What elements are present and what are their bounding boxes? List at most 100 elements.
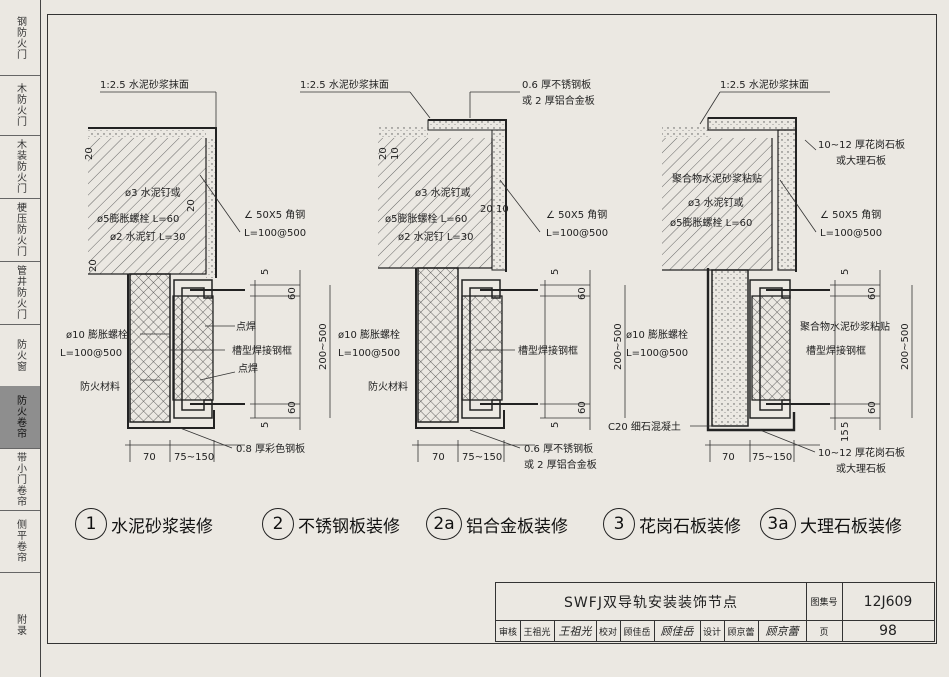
- svg-text:0.6 厚不锈钢板: 0.6 厚不锈钢板: [522, 78, 591, 91]
- sidebar-item-shaft-fire-door[interactable]: 管井防火门: [0, 261, 40, 325]
- review-label: 审核: [496, 621, 521, 641]
- svg-text:C20 细石混凝土: C20 细石混凝土: [608, 420, 681, 433]
- channel-frame: [749, 279, 791, 419]
- detail-number-badge: 3a: [760, 508, 796, 540]
- svg-text:5: 5: [260, 269, 271, 275]
- svg-text:ø5膨胀螺栓 L=60: ø5膨胀螺栓 L=60: [97, 212, 179, 225]
- sidebar-item-wood-fire-door[interactable]: 木防火门: [0, 75, 40, 136]
- svg-text:10~12 厚花岗石板: 10~12 厚花岗石板: [818, 446, 905, 459]
- svg-text:10~12 厚花岗石板: 10~12 厚花岗石板: [818, 138, 905, 151]
- title-block: SWFJ双导轨安装装饰节点 图集号 12J609 审核 王祖光 王祖光 校对 顾…: [495, 582, 935, 642]
- svg-text:或大理石板: 或大理石板: [836, 462, 886, 475]
- sidebar-item-wood-clad-fire-door[interactable]: 木装防火门: [0, 135, 40, 199]
- svg-text:60: 60: [577, 401, 588, 414]
- granite-cover: [708, 117, 797, 272]
- svg-text:200~500: 200~500: [900, 323, 911, 370]
- sidebar-item-side-shutter[interactable]: 侧平卷帘: [0, 510, 40, 573]
- caption-text: 不锈钢板装修: [298, 516, 400, 537]
- detail-number-badge: 1: [75, 508, 107, 540]
- svg-text:0.8 厚彩色钢板: 0.8 厚彩色钢板: [236, 442, 305, 455]
- check-label: 校对: [596, 621, 621, 641]
- svg-text:ø10 膨胀螺栓: ø10 膨胀螺栓: [626, 328, 688, 341]
- detail-1: 1:2.5 水泥砂浆抹面 20 ø3 水泥钉或 ø5膨胀螺栓 L=60 ø2 水…: [60, 78, 331, 463]
- svg-text:1:2.5 水泥砂浆抹面: 1:2.5 水泥砂浆抹面: [300, 78, 389, 91]
- svg-text:60: 60: [287, 287, 298, 300]
- caption-2: 2 不锈钢板装修: [262, 508, 400, 540]
- svg-text:ø2 水泥钉 L=30: ø2 水泥钉 L=30: [398, 230, 474, 243]
- svg-text:60: 60: [867, 401, 878, 414]
- granite-sheet: [706, 268, 796, 432]
- svg-text:60: 60: [867, 287, 878, 300]
- sidebar-item-shutter-with-door[interactable]: 带小门卷帘: [0, 448, 40, 511]
- caption-text: 花岗石板装修: [639, 516, 741, 537]
- detail-number-badge: 2a: [426, 508, 462, 540]
- svg-text:20: 20: [88, 259, 99, 272]
- frame-infill: [172, 295, 214, 401]
- svg-text:5: 5: [840, 422, 851, 428]
- caption-text: 大理石板装修: [800, 516, 902, 537]
- c20-concrete-fill: [711, 269, 749, 427]
- checker-name: 顾佳岳: [620, 621, 655, 641]
- signature-row: 审核 王祖光 王祖光 校对 顾佳岳 顾佳岳 设计 顾京蕾 顾京蕾 页 98: [496, 621, 934, 641]
- color-steel-sheet: [127, 274, 215, 429]
- atlas-label: 图集号: [806, 583, 843, 621]
- svg-text:或 2 厚铝合金板: 或 2 厚铝合金板: [522, 94, 595, 107]
- designer-name: 顾京蕾: [724, 621, 759, 641]
- sidebar-item-pressed-fire-door[interactable]: 梗压防火门: [0, 198, 40, 262]
- sidebar-item-fire-shutter[interactable]: 防火卷帘: [0, 386, 40, 449]
- designer-signature: 顾京蕾: [758, 621, 807, 641]
- atlas-number: 12J609: [842, 583, 934, 621]
- svg-text:75~150: 75~150: [174, 452, 214, 463]
- svg-text:∠ 50X5 角钢: ∠ 50X5 角钢: [820, 208, 881, 221]
- svg-text:75~150: 75~150: [752, 452, 792, 463]
- sidebar-item-steel-fire-door[interactable]: 钢防火门: [0, 0, 40, 76]
- channel-frame: [461, 279, 501, 419]
- concrete-wall: [378, 138, 492, 268]
- svg-text:ø3 水泥钉或: ø3 水泥钉或: [688, 196, 744, 209]
- design-label: 设计: [700, 621, 725, 641]
- svg-text:L=100@500: L=100@500: [820, 228, 882, 239]
- svg-text:∠ 50X5 角钢: ∠ 50X5 角钢: [244, 208, 305, 221]
- svg-text:ø10 膨胀螺栓: ø10 膨胀螺栓: [66, 328, 128, 341]
- svg-text:L=100@500: L=100@500: [244, 228, 306, 239]
- plaster-layer: [662, 126, 708, 138]
- svg-text:槽型焊接钢框: 槽型焊接钢框: [806, 344, 866, 357]
- svg-text:70: 70: [432, 452, 445, 463]
- frame-infill: [751, 295, 791, 401]
- svg-text:点焊: 点焊: [236, 321, 256, 333]
- svg-text:5: 5: [260, 422, 271, 428]
- stainless-sheet: [415, 268, 505, 429]
- svg-text:20: 20: [186, 199, 197, 212]
- svg-text:ø3 水泥钉或: ø3 水泥钉或: [125, 186, 181, 199]
- svg-text:20: 20: [378, 147, 389, 160]
- svg-text:防火材料: 防火材料: [80, 380, 120, 393]
- detail-number-badge: 3: [603, 508, 635, 540]
- fire-material-block: [417, 267, 459, 423]
- svg-text:点焊: 点焊: [238, 363, 258, 375]
- svg-text:20: 20: [84, 147, 95, 160]
- checker-signature: 顾佳岳: [654, 621, 701, 641]
- plaster-layer: [88, 128, 206, 138]
- svg-text:ø10 膨胀螺栓: ø10 膨胀螺栓: [338, 328, 400, 341]
- frame-infill: [461, 295, 503, 401]
- concrete-wall: [88, 138, 206, 274]
- drawing-frame: [47, 14, 937, 644]
- category-sidebar: 钢防火门 木防火门 木装防火门 梗压防火门 管井防火门 防火窗 防火卷帘 带小门…: [0, 0, 41, 677]
- svg-text:5: 5: [550, 422, 561, 428]
- channel-frame: [173, 279, 213, 419]
- svg-text:槽型焊接钢框: 槽型焊接钢框: [232, 344, 292, 357]
- svg-text:5: 5: [840, 269, 851, 275]
- svg-text:槽型焊接钢框: 槽型焊接钢框: [518, 344, 578, 357]
- fire-material-block: [129, 273, 171, 423]
- reviewer-signature: 王祖光: [554, 621, 597, 641]
- caption-3: 3 花岗石板装修: [603, 508, 741, 540]
- caption-text: 铝合金板装修: [466, 516, 568, 537]
- sidebar-item-appendix[interactable]: 附录: [14, 613, 26, 636]
- page-number: 98: [879, 623, 897, 639]
- svg-text:200~500: 200~500: [613, 323, 624, 370]
- svg-text:L=100@500: L=100@500: [338, 348, 400, 359]
- svg-text:10: 10: [496, 204, 509, 215]
- svg-text:1:2.5 水泥砂浆抹面: 1:2.5 水泥砂浆抹面: [720, 78, 809, 91]
- caption-2a: 2a 铝合金板装修: [426, 508, 568, 540]
